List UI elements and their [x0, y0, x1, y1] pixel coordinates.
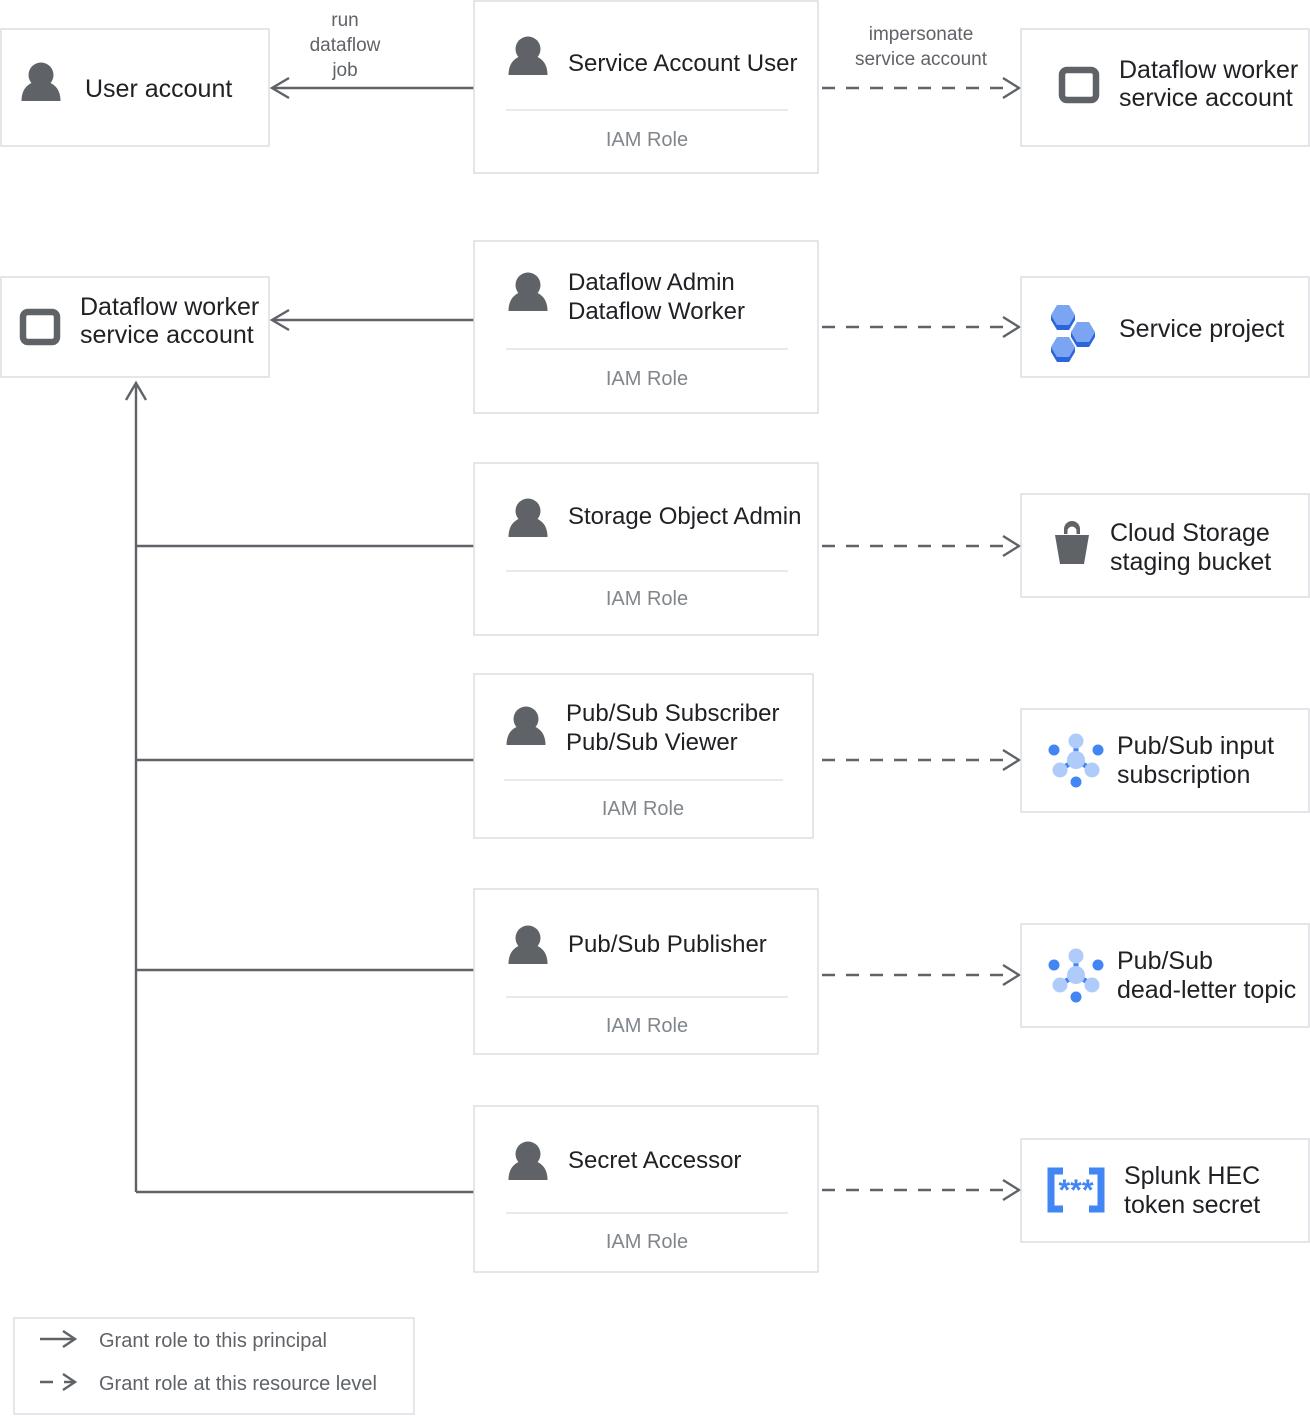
card-footer: IAM Role [606, 588, 688, 610]
role-card-pubsub-publisher[interactable]: Pub/Sub Publisher IAM Role [473, 888, 819, 1055]
role-card-service-account-user[interactable]: Service Account User IAM Role [473, 0, 819, 174]
card-footer: IAM Role [602, 798, 684, 820]
resource-label-line1: Pub/Sub input [1117, 732, 1274, 760]
svg-text:impersonate: impersonate [869, 24, 974, 45]
node-pubsub-dead-letter-topic[interactable]: Pub/Sub dead-letter topic [1020, 923, 1310, 1028]
legend-dashed-arrow-icon [40, 1373, 78, 1391]
node-user-account[interactable]: User account [0, 28, 270, 147]
node-dataflow-worker-service-account-resource[interactable]: Dataflow worker service account [1020, 28, 1310, 147]
arrow-pubsub-input-subscription [822, 748, 1022, 772]
node-pubsub-input-subscription[interactable]: Pub/Sub input subscription [1020, 708, 1310, 813]
legend-item-label: Grant role to this principal [99, 1330, 327, 1352]
resource-label-line1: Pub/Sub [1117, 947, 1213, 975]
secret-icon [1051, 1171, 1101, 1209]
arrow-pubsub-dead-letter-topic [822, 963, 1022, 987]
arrow-cloud-storage-bucket [822, 534, 1022, 558]
arrow-service-project [822, 315, 1022, 339]
edge-label-impersonate-service-account: impersonate service account [855, 24, 988, 70]
resource-label-line2: subscription [1117, 761, 1250, 789]
arrow-splunk-hec-token-secret [822, 1178, 1022, 1202]
role-name: Pub/Sub Viewer [566, 729, 738, 756]
arrow-grant-dataflow-roles [269, 308, 474, 332]
role-name: Dataflow Worker [568, 298, 745, 325]
node-cloud-storage-staging-bucket[interactable]: Cloud Storage staging bucket [1020, 493, 1310, 598]
resource-label-line1: Splunk HEC [1124, 1162, 1260, 1190]
resource-label-line1: Dataflow worker [1119, 56, 1298, 84]
role-name: Storage Object Admin [568, 503, 801, 530]
resource-label-line2: staging bucket [1110, 548, 1271, 576]
svg-text:dataflow: dataflow [310, 35, 381, 56]
role-name: Pub/Sub Subscriber [566, 700, 779, 727]
node-service-project[interactable]: Service project [1020, 276, 1310, 378]
user-account-label: User account [85, 75, 232, 103]
role-card-secret-accessor[interactable]: Secret Accessor IAM Role [473, 1105, 819, 1273]
arrow-impersonate-service-account [822, 76, 1022, 100]
legend: Grant role to this principal Grant role … [13, 1317, 415, 1415]
node-splunk-hec-token-secret[interactable]: Splunk HEC token secret [1020, 1138, 1310, 1243]
resource-label-line1: Cloud Storage [1110, 519, 1270, 547]
role-name: Service Account User [568, 50, 797, 77]
node-dataflow-worker-service-account[interactable]: Dataflow worker service account [0, 276, 270, 378]
role-name: Dataflow Admin [568, 269, 735, 296]
connector-trunk-to-worker-sa [124, 380, 474, 1194]
svg-text:job: job [331, 60, 357, 81]
edge-label-run-dataflow-job: run dataflow job [310, 10, 381, 81]
resource-label-line1: Service project [1119, 315, 1284, 343]
card-footer: IAM Role [606, 368, 688, 390]
role-card-pubsub-subscriber-viewer[interactable]: Pub/Sub Subscriber Pub/Sub Viewer IAM Ro… [473, 673, 814, 839]
svg-text:service account: service account [855, 49, 988, 70]
role-card-storage-object-admin[interactable]: Storage Object Admin IAM Role [473, 462, 819, 636]
legend-solid-arrow-icon [40, 1330, 78, 1348]
arrow-run-dataflow-job [269, 76, 474, 100]
resource-label-line2: dead-letter topic [1117, 976, 1296, 1004]
resource-label-line2: token secret [1124, 1191, 1260, 1219]
card-footer: IAM Role [606, 129, 688, 151]
role-card-dataflow-admin-worker[interactable]: Dataflow Admin Dataflow Worker IAM Role [473, 240, 819, 414]
resource-label-line2: service account [1119, 84, 1293, 112]
card-footer: IAM Role [606, 1015, 688, 1037]
role-name: Pub/Sub Publisher [568, 931, 767, 958]
principal-label-line1: Dataflow worker [80, 293, 259, 321]
legend-item-label: Grant role at this resource level [99, 1373, 377, 1395]
principal-label-line2: service account [80, 321, 254, 349]
svg-text:run: run [331, 10, 358, 31]
card-footer: IAM Role [606, 1231, 688, 1253]
role-name: Secret Accessor [568, 1147, 741, 1174]
